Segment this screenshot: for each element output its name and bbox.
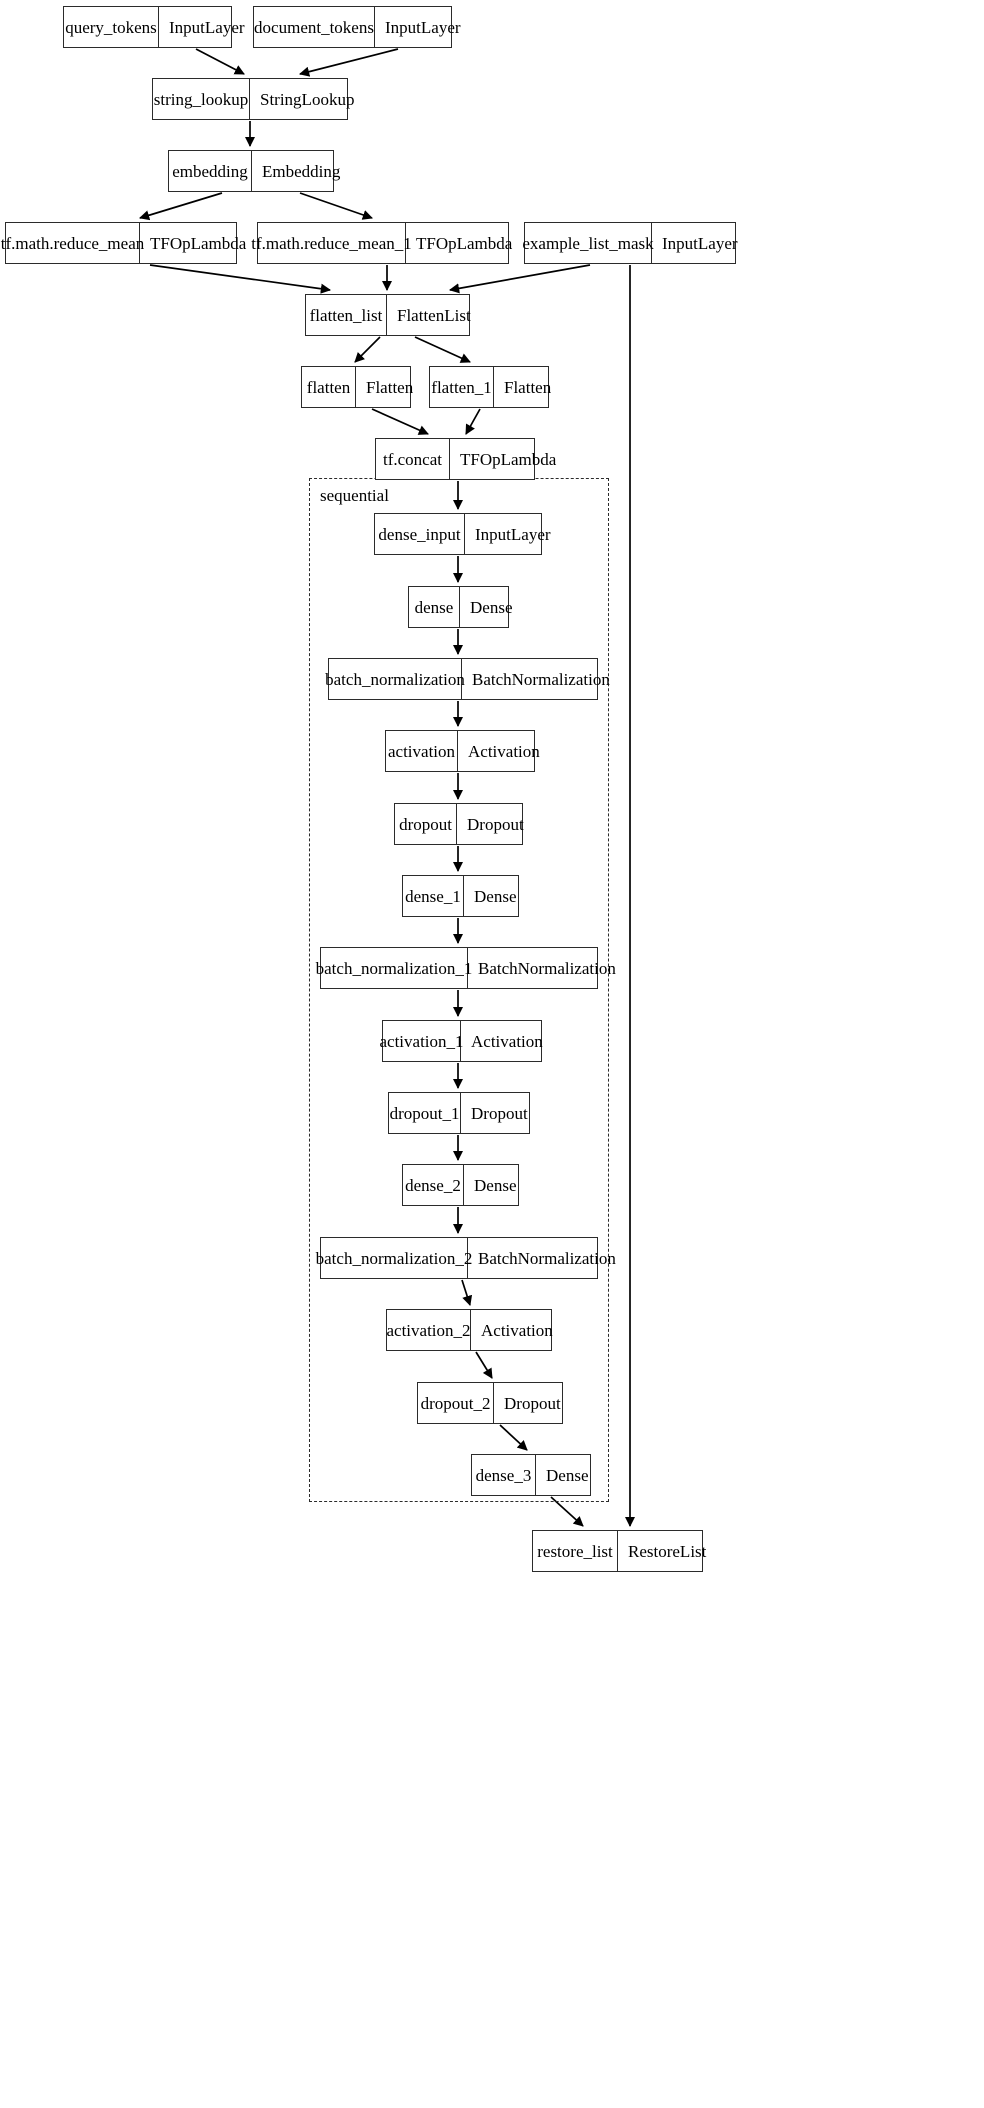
node-label: string_lookup xyxy=(153,79,250,119)
node-type: Dropout xyxy=(471,1103,528,1123)
node-type: Dropout xyxy=(504,1393,561,1413)
node-label: dropout_1 xyxy=(389,1093,461,1133)
node-batch-normalization-1[interactable]: batch_normalization_1 BatchNormalization xyxy=(316,947,616,989)
node-reduce-mean[interactable]: tf.math.reduce_mean TFOpLambda xyxy=(1,222,246,264)
node-type: StringLookup xyxy=(260,89,355,109)
node-type: Activation xyxy=(471,1031,543,1051)
node-dense[interactable]: dense Dense xyxy=(408,586,512,628)
node-activation-2[interactable]: activation_2 Activation xyxy=(386,1309,553,1351)
node-dropout[interactable]: dropout Dropout xyxy=(394,803,524,845)
node-label: flatten_1 xyxy=(430,367,494,407)
node-label: flatten_list xyxy=(306,295,387,335)
node-batch-normalization-2[interactable]: batch_normalization_2 BatchNormalization xyxy=(316,1237,616,1279)
node-tf-concat[interactable]: tf.concat TFOpLambda xyxy=(375,438,556,480)
node-type: Embedding xyxy=(262,161,341,181)
node-embedding[interactable]: embedding Embedding xyxy=(168,150,340,192)
node-type: FlattenList xyxy=(397,305,471,325)
sequential-cluster-label: sequential xyxy=(320,486,389,505)
node-dropout-1[interactable]: dropout_1 Dropout xyxy=(388,1092,530,1134)
node-activation[interactable]: activation Activation xyxy=(385,730,540,772)
node-type: Flatten xyxy=(504,377,552,397)
node-dense-input[interactable]: dense_input InputLayer xyxy=(374,513,551,555)
node-type: Flatten xyxy=(366,377,414,397)
node-label: activation_1 xyxy=(379,1021,464,1061)
node-batch-normalization[interactable]: batch_normalization BatchNormalization xyxy=(325,658,610,700)
node-type: BatchNormalization xyxy=(478,1248,616,1268)
node-label: dropout xyxy=(395,804,457,844)
node-type: Dropout xyxy=(467,814,524,834)
node-type: Dense xyxy=(546,1465,589,1485)
node-label: activation xyxy=(386,731,458,771)
node-string-lookup[interactable]: string_lookup StringLookup xyxy=(152,78,354,120)
node-dense-1[interactable]: dense_1 Dense xyxy=(402,875,519,917)
node-type: TFOpLambda xyxy=(150,233,247,253)
node-label: tf.math.reduce_mean_1 xyxy=(251,223,412,263)
node-label: tf.concat xyxy=(376,439,450,479)
node-label: dense_1 xyxy=(403,876,464,916)
node-type: InputLayer xyxy=(475,524,551,544)
node-type: Activation xyxy=(468,741,540,761)
node-label: dense_2 xyxy=(403,1165,464,1205)
node-type: InputLayer xyxy=(169,17,245,37)
node-label: document_tokens xyxy=(254,7,375,47)
node-dense-2[interactable]: dense_2 Dense xyxy=(402,1164,519,1206)
node-type: Activation xyxy=(481,1320,553,1340)
node-label: dense_input xyxy=(375,514,465,554)
node-label: embedding xyxy=(169,151,252,191)
node-type: BatchNormalization xyxy=(478,958,616,978)
node-document-tokens[interactable]: document_tokens InputLayer xyxy=(253,6,461,48)
node-flatten[interactable]: flatten Flatten xyxy=(301,366,413,408)
node-label: dense xyxy=(409,587,460,627)
node-type: Dense xyxy=(470,597,513,617)
node-label: tf.math.reduce_mean xyxy=(1,223,144,263)
node-type: TFOpLambda xyxy=(460,449,557,469)
node-label: activation_2 xyxy=(386,1310,471,1350)
node-label: dense_3 xyxy=(472,1455,536,1495)
node-label: flatten xyxy=(302,367,356,407)
node-type: RestoreList xyxy=(628,1541,707,1561)
node-type: Dense xyxy=(474,1175,517,1195)
node-dense-3[interactable]: dense_3 Dense xyxy=(471,1454,591,1496)
node-type: InputLayer xyxy=(385,17,461,37)
node-label: batch_normalization_2 xyxy=(316,1238,472,1278)
node-restore-list[interactable]: restore_list RestoreList xyxy=(532,1530,706,1572)
node-reduce-mean-1[interactable]: tf.math.reduce_mean_1 TFOpLambda xyxy=(251,222,512,264)
node-type: BatchNormalization xyxy=(472,669,610,689)
node-label: dropout_2 xyxy=(418,1383,494,1423)
node-label: batch_normalization_1 xyxy=(316,948,472,988)
node-label: batch_normalization xyxy=(325,659,465,699)
node-example-list-mask[interactable]: example_list_mask InputLayer xyxy=(522,222,738,264)
node-label: restore_list xyxy=(533,1531,618,1571)
node-flatten-1[interactable]: flatten_1 Flatten xyxy=(429,366,551,408)
node-type: Dense xyxy=(474,886,517,906)
node-type: TFOpLambda xyxy=(416,233,513,253)
node-type: InputLayer xyxy=(662,233,738,253)
node-flatten-list[interactable]: flatten_list FlattenList xyxy=(305,294,471,336)
node-query-tokens[interactable]: query_tokens InputLayer xyxy=(63,6,245,48)
node-label: example_list_mask xyxy=(522,223,654,263)
node-dropout-2[interactable]: dropout_2 Dropout xyxy=(417,1382,563,1424)
node-label: query_tokens xyxy=(64,7,159,47)
node-activation-1[interactable]: activation_1 Activation xyxy=(379,1020,543,1062)
